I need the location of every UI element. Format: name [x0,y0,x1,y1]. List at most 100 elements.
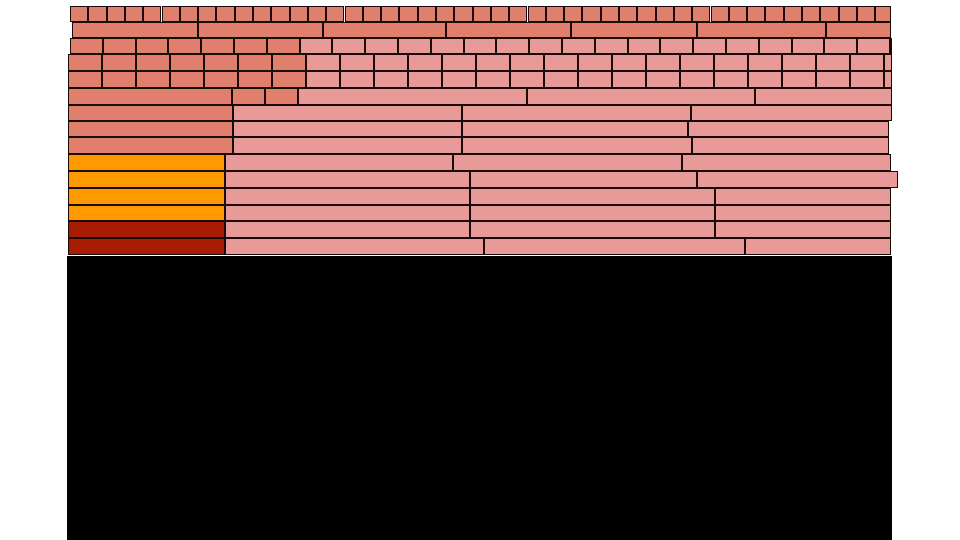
brick [890,38,892,54]
brick [802,6,821,22]
brick [470,171,697,188]
brick [326,6,345,22]
brick [399,6,418,22]
brick [289,6,308,22]
brick [747,6,766,22]
brick [272,54,306,71]
brick [691,105,892,121]
brick [298,88,527,105]
brick [362,6,382,22]
brick [545,6,565,22]
brick [850,54,884,71]
brick [619,6,638,22]
brick [509,6,528,22]
brick [68,154,225,171]
brick [758,38,792,54]
brick [68,88,232,105]
brick [233,121,462,137]
brick [571,22,697,38]
brick [68,54,102,71]
brick [857,38,890,54]
brick [272,71,306,88]
brick [655,6,674,22]
brick [168,38,202,54]
brick [748,71,782,88]
brick [748,54,782,71]
brick [442,54,476,71]
brick [225,154,453,171]
brick [72,22,198,38]
brick [306,54,340,71]
brick [124,6,144,22]
brick [564,6,583,22]
brick [791,38,825,54]
brick [578,54,612,71]
brick [627,38,661,54]
brick [838,6,857,22]
brick [340,54,374,71]
brick [470,205,715,221]
brick [417,6,436,22]
brick [161,6,180,22]
brick [299,38,333,54]
brick [875,6,891,22]
brick [692,6,711,22]
brick [582,6,601,22]
brick [234,38,267,54]
brick [70,38,103,54]
brick [381,6,400,22]
brick [697,22,826,38]
brick [68,171,225,188]
brick [600,6,619,22]
brick [238,54,272,71]
brick [136,71,170,88]
brick [68,121,233,137]
brick [374,71,408,88]
brick [204,54,238,71]
brick [462,105,691,121]
brick [470,188,715,205]
brick [430,38,464,54]
brick [374,54,408,71]
brick [680,71,714,88]
brick [266,38,300,54]
brick [307,6,327,22]
brick [476,71,510,88]
brick [68,105,233,121]
brick [102,38,136,54]
brick [529,38,562,54]
brick [253,6,272,22]
brick [143,6,162,22]
brick [408,54,442,71]
brick [637,6,656,22]
brick [225,221,470,238]
brick [850,71,884,88]
brick [594,38,628,54]
brick [697,171,898,188]
brick [179,6,199,22]
brick [680,54,714,71]
brick [693,38,726,54]
brick [783,6,802,22]
brick [714,54,748,71]
brick [612,71,646,88]
brick [323,22,446,38]
brick [496,38,530,54]
brick [612,54,646,71]
brick [225,238,484,255]
brick [70,6,89,22]
brick [682,154,891,171]
brick [692,137,889,154]
brick [490,6,510,22]
brick [306,71,340,88]
brick [782,71,816,88]
brick [233,105,462,121]
brick [106,6,125,22]
brick [68,221,225,238]
brick [646,54,680,71]
brick [472,6,491,22]
brick [408,71,442,88]
brick [232,88,265,105]
black-base-block [67,256,892,540]
